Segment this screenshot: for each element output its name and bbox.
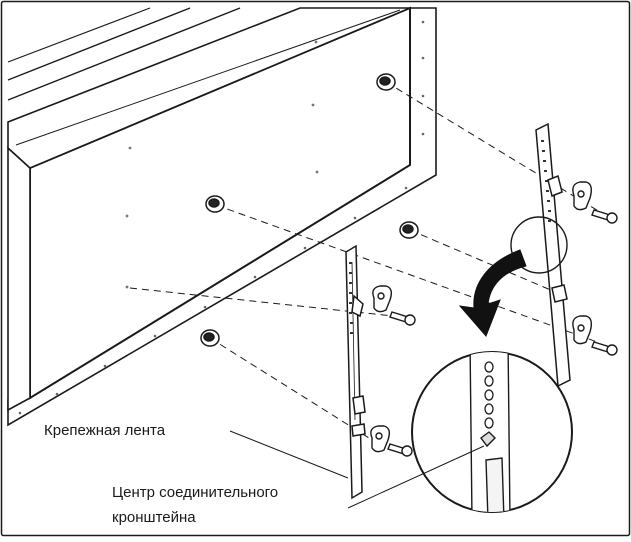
hook-clip bbox=[572, 315, 593, 345]
mounting-tape-label: Крепежная лента bbox=[44, 422, 166, 439]
left-hardware bbox=[370, 285, 416, 457]
mounting-tape-left bbox=[345, 244, 366, 500]
zoom-detail bbox=[411, 351, 573, 513]
spacer bbox=[200, 329, 220, 347]
bracket-center-label-line1: Центр соединительного bbox=[112, 484, 279, 501]
screw bbox=[591, 209, 618, 224]
right-hardware bbox=[572, 181, 618, 356]
hook-clip bbox=[572, 181, 593, 211]
hook-clip bbox=[372, 285, 393, 313]
spacer bbox=[399, 221, 419, 239]
curved-arrow bbox=[458, 249, 527, 337]
screw bbox=[591, 341, 618, 356]
mounting-tape-right bbox=[535, 122, 571, 388]
hook-clip bbox=[370, 425, 391, 453]
leader-lines bbox=[229, 430, 485, 509]
screw bbox=[389, 311, 416, 326]
spacer bbox=[376, 73, 396, 91]
spacers bbox=[200, 73, 419, 347]
spacer bbox=[205, 195, 225, 213]
screw bbox=[387, 443, 413, 457]
magnify-source-circle bbox=[510, 216, 568, 274]
bracket-center-label-line2: кронштейна bbox=[112, 509, 196, 526]
